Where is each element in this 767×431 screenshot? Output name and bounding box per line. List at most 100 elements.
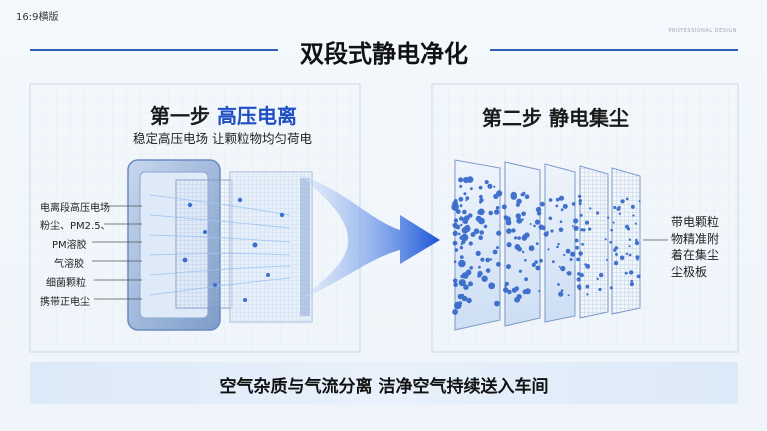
dust-particle: [454, 248, 459, 252]
dust-particle: [548, 216, 553, 221]
dust-particle: [585, 284, 590, 289]
label-aerosol: 气溶胶: [54, 259, 84, 270]
dust-particle: [522, 250, 525, 254]
dust-particle: [516, 217, 523, 224]
dust-particle: [635, 255, 640, 260]
dust-particle: [477, 210, 482, 215]
dust-particle: [546, 231, 549, 234]
dust-particle: [628, 245, 631, 248]
format-label: 16:9横版: [16, 12, 59, 23]
dust-particle: [618, 212, 621, 215]
dust-particle: [485, 268, 491, 273]
dust-particle: [506, 264, 511, 270]
dust-particle: [483, 224, 488, 229]
dust-particle: [524, 288, 531, 295]
dust-particle: [470, 187, 473, 191]
dust-particle: [575, 245, 579, 250]
dust-particle: [463, 176, 470, 184]
collected-particles: [451, 176, 641, 315]
step1-title-accent: 高压电离: [216, 104, 297, 128]
dust-particle: [566, 271, 572, 276]
dust-particle: [452, 278, 458, 284]
collector-plates: [454, 159, 641, 331]
dust-particle: [540, 201, 545, 207]
dust-particle: [481, 258, 484, 262]
dust-particle: [609, 240, 612, 244]
dust-particle: [518, 269, 523, 273]
dust-particle: [493, 193, 499, 199]
dust-particle: [578, 194, 582, 198]
dust-particle: [558, 265, 561, 268]
dust-particle: [459, 216, 464, 221]
dust-particle: [453, 260, 457, 264]
dust-particle: [615, 246, 619, 250]
dust-particle: [503, 287, 509, 293]
step2-note: 带电颗粒 物精准附 着在集尘 尘极板: [671, 214, 719, 280]
dust-particle: [528, 245, 535, 252]
dust-particle: [463, 284, 469, 291]
label-charged-dust: 携带正电尘: [40, 297, 90, 308]
dust-particle: [454, 284, 457, 287]
dust-particle: [531, 262, 536, 267]
dust-particle: [630, 204, 635, 209]
dust-particle: [458, 301, 463, 305]
dust-particle: [514, 236, 518, 240]
dust-particle: [558, 291, 564, 297]
dust-particle: [567, 294, 570, 297]
dust-particle: [468, 281, 473, 287]
dust-particle: [503, 215, 509, 220]
dust-particle: [557, 242, 560, 246]
dust-particle: [550, 229, 554, 233]
dust-particle: [596, 211, 600, 215]
dust-particle: [488, 210, 494, 216]
dust-particle: [459, 204, 463, 208]
label-dust-pm25: 粉尘、PM2.5、: [40, 221, 111, 232]
dust-particle: [524, 232, 530, 238]
dust-particle: [516, 294, 522, 300]
dust-particle: [511, 287, 517, 293]
dust-particle: [535, 265, 541, 271]
dust-particle: [478, 235, 484, 240]
dust-particle: [569, 258, 573, 261]
dust-particle: [632, 214, 635, 217]
dust-particle: [515, 202, 520, 207]
dust-particle: [465, 196, 470, 201]
step1-title: 第一步 高压电离: [150, 100, 297, 129]
dust-particle: [555, 204, 559, 208]
dust-particle: [579, 273, 584, 278]
dust-particle: [458, 259, 466, 268]
step2-note-line: 带电颗粒: [671, 215, 720, 229]
dust-particle: [466, 224, 470, 229]
dust-particle: [538, 290, 541, 293]
dust-particle: [560, 289, 564, 292]
dust-particle: [636, 258, 639, 261]
dust-particle: [609, 286, 613, 290]
dust-particle: [462, 209, 467, 215]
dust-particle: [624, 224, 630, 229]
label-bacteria: 细菌颗粒: [46, 278, 86, 289]
dust-particle: [459, 184, 463, 188]
bottom-banner-text: 空气杂质与气流分离 洁净空气持续送入车间: [219, 377, 549, 397]
dust-particle: [516, 198, 522, 204]
dust-particle: [496, 230, 502, 236]
dust-particle: [533, 224, 536, 228]
dust-particle: [628, 253, 632, 257]
dust-particle: [605, 258, 608, 261]
dust-particle: [504, 281, 509, 286]
bottom-banner: 空气杂质与气流分离 洁净空气持续送入车间: [30, 362, 738, 404]
dust-particle: [461, 239, 466, 245]
dust-particle: [455, 224, 461, 230]
dust-particle: [629, 282, 635, 287]
dust-particle: [458, 177, 464, 183]
dust-particle: [604, 238, 607, 241]
dust-particle: [521, 218, 524, 221]
dust-particle: [556, 245, 559, 249]
dust-particle: [625, 197, 629, 201]
dust-particle: [596, 277, 599, 280]
dust-particle: [565, 248, 571, 254]
dust-particle: [615, 252, 618, 256]
dust-particle: [496, 246, 499, 250]
dust-particle: [598, 287, 602, 292]
dust-particle: [589, 207, 592, 210]
title-rule-left: [30, 49, 278, 51]
